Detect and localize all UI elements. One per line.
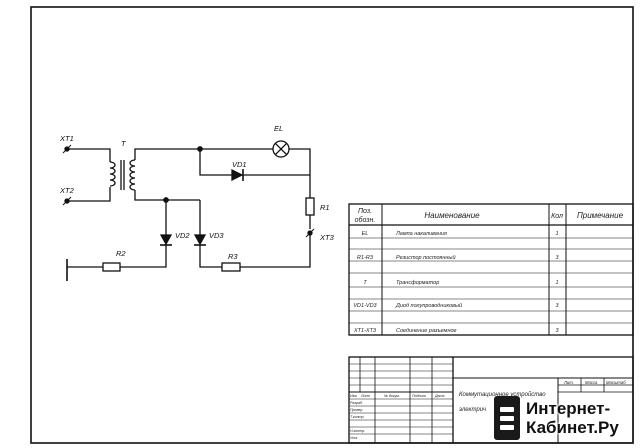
row-pos: VD1-VD3 bbox=[353, 303, 377, 309]
label-vd1: VD1 bbox=[232, 160, 247, 169]
parts-list-text: Поз. обозн. Наименование Кол Примечание … bbox=[353, 208, 624, 334]
watermark-text: Интернет- Кабинет.Ру bbox=[526, 399, 619, 437]
title-block-role: Провер. bbox=[350, 408, 363, 412]
watermark-logo-icon bbox=[494, 396, 520, 440]
label-xt3: XT3 bbox=[319, 233, 335, 242]
header-name: Наименование bbox=[424, 211, 480, 220]
title-block bbox=[348, 356, 634, 444]
row-name: Соединение разъемное bbox=[396, 328, 457, 334]
row-qty: 1 bbox=[555, 231, 558, 237]
diode-vd3 bbox=[193, 234, 207, 246]
header-qty: Кол bbox=[551, 213, 563, 220]
document-title-line2: электрич bbox=[459, 407, 486, 413]
table-row: VD1-VD3 Диод полупроводниковый 3 bbox=[353, 302, 559, 309]
row-qty: 1 bbox=[555, 280, 558, 286]
row-qty: 3 bbox=[555, 328, 559, 334]
title-block-text: Изм Лист № докум. Подпись Дата Разраб. П… bbox=[350, 380, 626, 440]
title-block-role: Разраб. bbox=[350, 401, 363, 405]
label-r3: R3 bbox=[228, 252, 238, 261]
resistor-r3 bbox=[221, 262, 241, 272]
header-pos-line1: Поз. bbox=[358, 208, 372, 215]
label-r2: R2 bbox=[116, 249, 126, 258]
title-block-role: Утв. bbox=[350, 436, 358, 440]
row-name: Диод полупроводниковый bbox=[395, 302, 462, 309]
label-t: T bbox=[121, 139, 127, 148]
row-pos: XT1-XT3 bbox=[353, 328, 377, 334]
stage-header: Лит. bbox=[563, 380, 574, 385]
lamp-el bbox=[272, 140, 290, 158]
row-name: Трансформатор bbox=[396, 280, 439, 286]
label-xt1: XT1 bbox=[59, 134, 74, 143]
watermark-line2: Кабинет.Ру bbox=[526, 418, 619, 437]
resistor-r1 bbox=[305, 197, 315, 216]
title-block-role: Н.контр. bbox=[350, 429, 365, 433]
transformer-t bbox=[109, 159, 136, 191]
diode-vd1 bbox=[231, 168, 244, 182]
table-row: EL Лампа накаливания 1 bbox=[362, 231, 559, 237]
title-block-col-header: Изм bbox=[350, 394, 357, 398]
stage-header: Масштаб bbox=[606, 380, 626, 385]
watermark-line1: Интернет- bbox=[526, 399, 611, 418]
title-block-col-header: Дата bbox=[434, 394, 444, 398]
row-name: Резистор постоянный bbox=[396, 254, 456, 261]
title-block-col-header: № докум. bbox=[384, 394, 400, 398]
label-vd3: VD3 bbox=[209, 231, 224, 240]
table-row: T Трансформатор 1 bbox=[363, 280, 558, 286]
row-qty: 3 bbox=[555, 303, 559, 309]
schematic bbox=[62, 140, 315, 281]
label-r1: R1 bbox=[320, 203, 330, 212]
header-pos-line2: обозн. bbox=[355, 216, 376, 224]
header-note: Примечание bbox=[577, 211, 624, 220]
row-name: Лампа накаливания bbox=[395, 231, 447, 237]
row-qty: 3 bbox=[555, 255, 559, 261]
diode-vd2 bbox=[159, 234, 173, 246]
document-title: Коммутационное устройство bbox=[459, 391, 546, 398]
table-row: XT1-XT3 Соединение разъемное 3 bbox=[353, 328, 559, 334]
title-block-col-header: Лист bbox=[360, 394, 370, 398]
stage-header: Масса bbox=[585, 380, 598, 385]
parts-list-table bbox=[348, 203, 634, 336]
row-pos: R1-R3 bbox=[357, 255, 374, 261]
site-watermark: Интернет- Кабинет.Ру bbox=[494, 396, 619, 440]
title-block-role: Т.контр. bbox=[350, 415, 365, 419]
title-block-col-header: Подпись bbox=[412, 394, 426, 398]
schematic-labels: XT1 XT2 T EL VD1 VD2 VD3 R1 R2 R3 XT3 bbox=[59, 124, 335, 261]
row-pos: EL bbox=[362, 231, 369, 237]
label-xt2: XT2 bbox=[59, 186, 75, 195]
resistor-r2 bbox=[102, 262, 121, 272]
label-el: EL bbox=[274, 124, 283, 133]
label-vd2: VD2 bbox=[175, 231, 190, 240]
row-pos: T bbox=[363, 280, 367, 286]
table-row: R1-R3 Резистор постоянный 3 bbox=[357, 254, 559, 261]
